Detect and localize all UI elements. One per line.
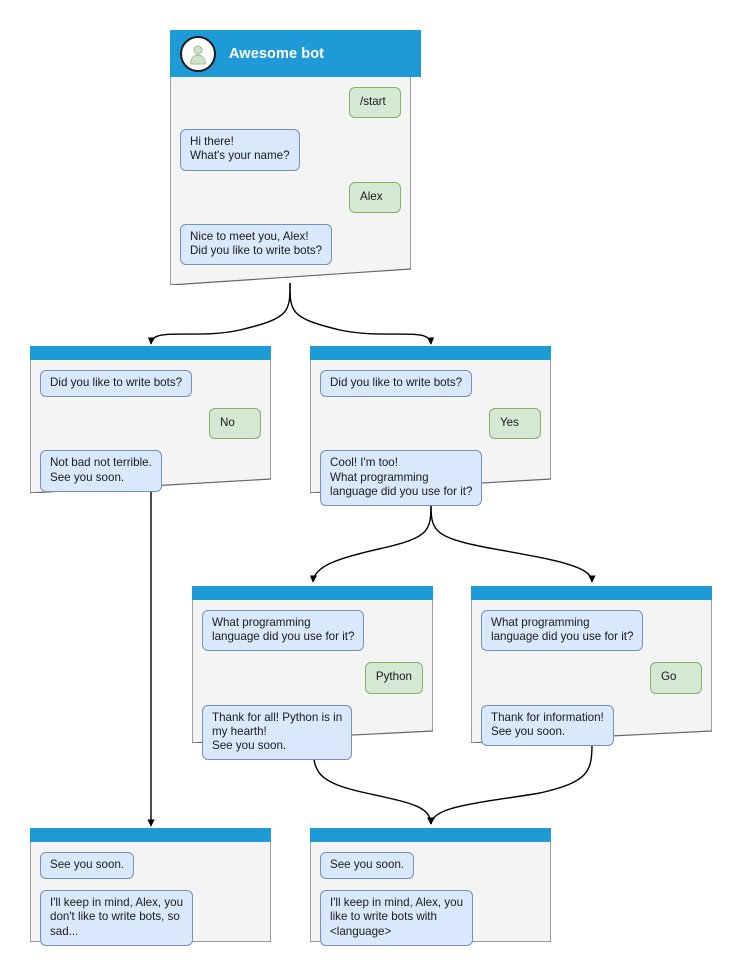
message-row: /start	[180, 87, 401, 119]
user-message-bubble[interactable]: Python	[364, 662, 423, 694]
bot-titlebar: Awesome bot	[170, 30, 421, 77]
answer-python-node[interactable]: What programming language did you use fo…	[192, 586, 433, 761]
bot-message-bubble: What programming language did you use fo…	[202, 610, 365, 652]
end-sad-node[interactable]: See you soon. I'll keep in mind, Alex, y…	[30, 828, 271, 946]
bot-message-bubble: I'll keep in mind, Alex, you like to wri…	[320, 890, 474, 946]
bot-message-bubble: Hi there! What's your name?	[180, 129, 300, 171]
message-row: What programming language did you use fo…	[202, 610, 423, 652]
message-row: See you soon.	[320, 852, 541, 880]
answer-yes-node[interactable]: Did you like to write bots? Yes Cool! I'…	[310, 346, 551, 507]
message-row: Cool! I'm too! What programming language…	[320, 450, 541, 507]
answer-go-node[interactable]: What programming language did you use fo…	[471, 586, 712, 747]
bot-message-bubble: I'll keep in mind, Alex, you don't like …	[40, 890, 194, 946]
edge-yes-to-go	[430, 500, 596, 583]
message-row: Python	[202, 662, 423, 694]
bot-message-bubble: Did you like to write bots?	[40, 370, 193, 398]
node-titlebar	[471, 586, 712, 600]
message-row: Did you like to write bots?	[40, 370, 261, 398]
bot-message-bubble: What programming language did you use fo…	[481, 610, 644, 652]
message-row: Yes	[320, 408, 541, 440]
edge-go-to-end-happy	[427, 743, 593, 825]
chat-log: What programming language did you use fo…	[192, 600, 433, 761]
user-message-bubble[interactable]: /start	[349, 87, 401, 119]
start-node[interactable]: Awesome bot /start Hi there! What's your…	[170, 30, 421, 285]
bot-message-bubble: See you soon.	[320, 852, 415, 880]
message-row: No	[40, 408, 261, 440]
bot-message-bubble: Nice to meet you, Alex! Did you like to …	[180, 223, 333, 266]
message-row: I'll keep in mind, Alex, you like to wri…	[320, 890, 541, 946]
message-row: What programming language did you use fo…	[481, 610, 702, 652]
person-avatar-icon	[180, 35, 216, 72]
chat-log: Did you like to write bots? No Not bad n…	[30, 360, 271, 492]
bot-message-bubble: Cool! I'm too! What programming language…	[320, 450, 483, 507]
message-row: Nice to meet you, Alex! Did you like to …	[180, 223, 401, 266]
chat-log: See you soon. I'll keep in mind, Alex, y…	[30, 842, 271, 946]
bot-name-label: Awesome bot	[229, 45, 325, 62]
message-row: Hi there! What's your name?	[180, 129, 401, 171]
edge-yes-to-python	[309, 500, 432, 583]
end-happy-node[interactable]: See you soon. I'll keep in mind, Alex, y…	[310, 828, 551, 946]
message-row: Did you like to write bots?	[320, 370, 541, 398]
user-message-bubble[interactable]: Yes	[489, 408, 541, 440]
user-message-bubble[interactable]: Go	[650, 662, 702, 694]
bot-message-bubble: Thank for information! See you soon.	[481, 704, 614, 747]
chat-log: /start Hi there! What's your name? Alex …	[170, 77, 411, 279]
message-row: Not bad not terrible. See you soon.	[40, 450, 261, 492]
edge-root-to-yes	[289, 282, 435, 345]
user-message-bubble[interactable]: No	[209, 408, 261, 440]
message-row: I'll keep in mind, Alex, you don't like …	[40, 890, 261, 946]
node-titlebar	[30, 346, 271, 360]
node-titlebar	[192, 586, 433, 600]
message-row: Alex	[180, 181, 401, 213]
message-row: Thank for all! Python is in my hearth! S…	[202, 704, 423, 761]
bot-message-bubble: Did you like to write bots?	[320, 370, 473, 398]
chat-log: What programming language did you use fo…	[471, 600, 712, 747]
node-titlebar	[310, 828, 551, 842]
user-message-bubble[interactable]: Alex	[349, 181, 401, 213]
bot-message-bubble: Thank for all! Python is in my hearth! S…	[202, 704, 353, 761]
chat-log: See you soon. I'll keep in mind, Alex, y…	[310, 842, 551, 946]
bot-message-bubble: Not bad not terrible. See you soon.	[40, 450, 162, 492]
message-row: Go	[481, 662, 702, 694]
message-row: See you soon.	[40, 852, 261, 880]
bot-message-bubble: See you soon.	[40, 852, 135, 880]
edge-root-to-no	[147, 282, 291, 345]
message-row: Thank for information! See you soon.	[481, 704, 702, 747]
answer-no-node[interactable]: Did you like to write bots? No Not bad n…	[30, 346, 271, 493]
node-titlebar	[310, 346, 551, 360]
chat-log: Did you like to write bots? Yes Cool! I'…	[310, 360, 551, 507]
node-titlebar	[30, 828, 271, 842]
